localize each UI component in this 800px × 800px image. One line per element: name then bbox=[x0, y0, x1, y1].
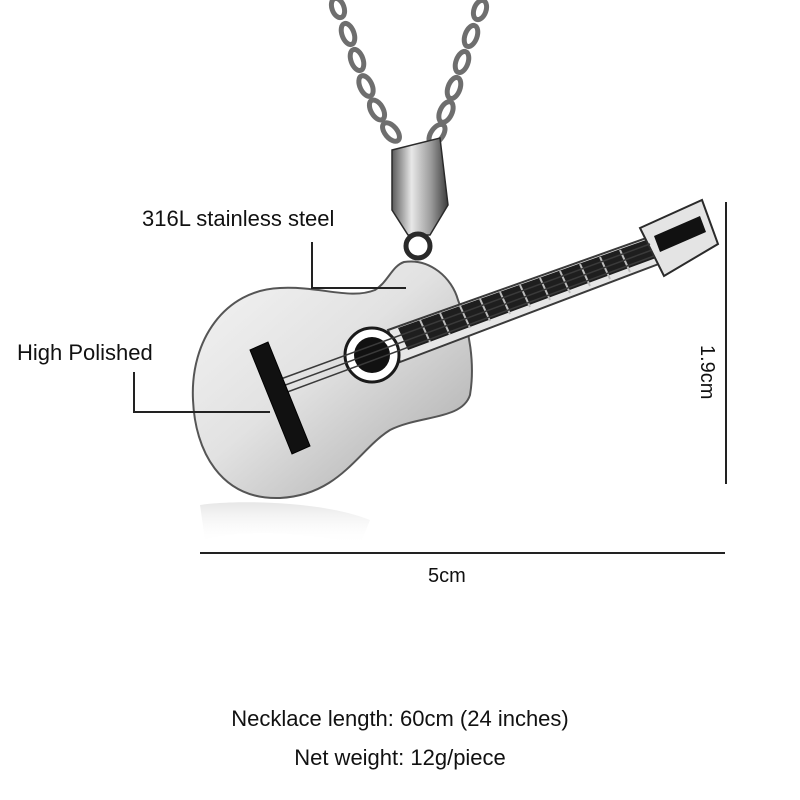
necklace-length-spec: Necklace length: 60cm (24 inches) bbox=[231, 706, 569, 731]
bail-icon bbox=[391, 137, 449, 261]
width-dimension-label: 5cm bbox=[428, 565, 466, 587]
finish-callout: High Polished bbox=[17, 340, 153, 365]
guitar-pendant-icon bbox=[191, 198, 720, 545]
height-dimension-label: 1.9cm bbox=[696, 345, 718, 400]
chain-icon bbox=[328, 0, 490, 147]
material-callout: 316L stainless steel bbox=[142, 206, 335, 231]
net-weight-spec: Net weight: 12g/piece bbox=[294, 745, 506, 770]
dimension-lines bbox=[200, 202, 727, 554]
callout-lines bbox=[133, 242, 406, 413]
